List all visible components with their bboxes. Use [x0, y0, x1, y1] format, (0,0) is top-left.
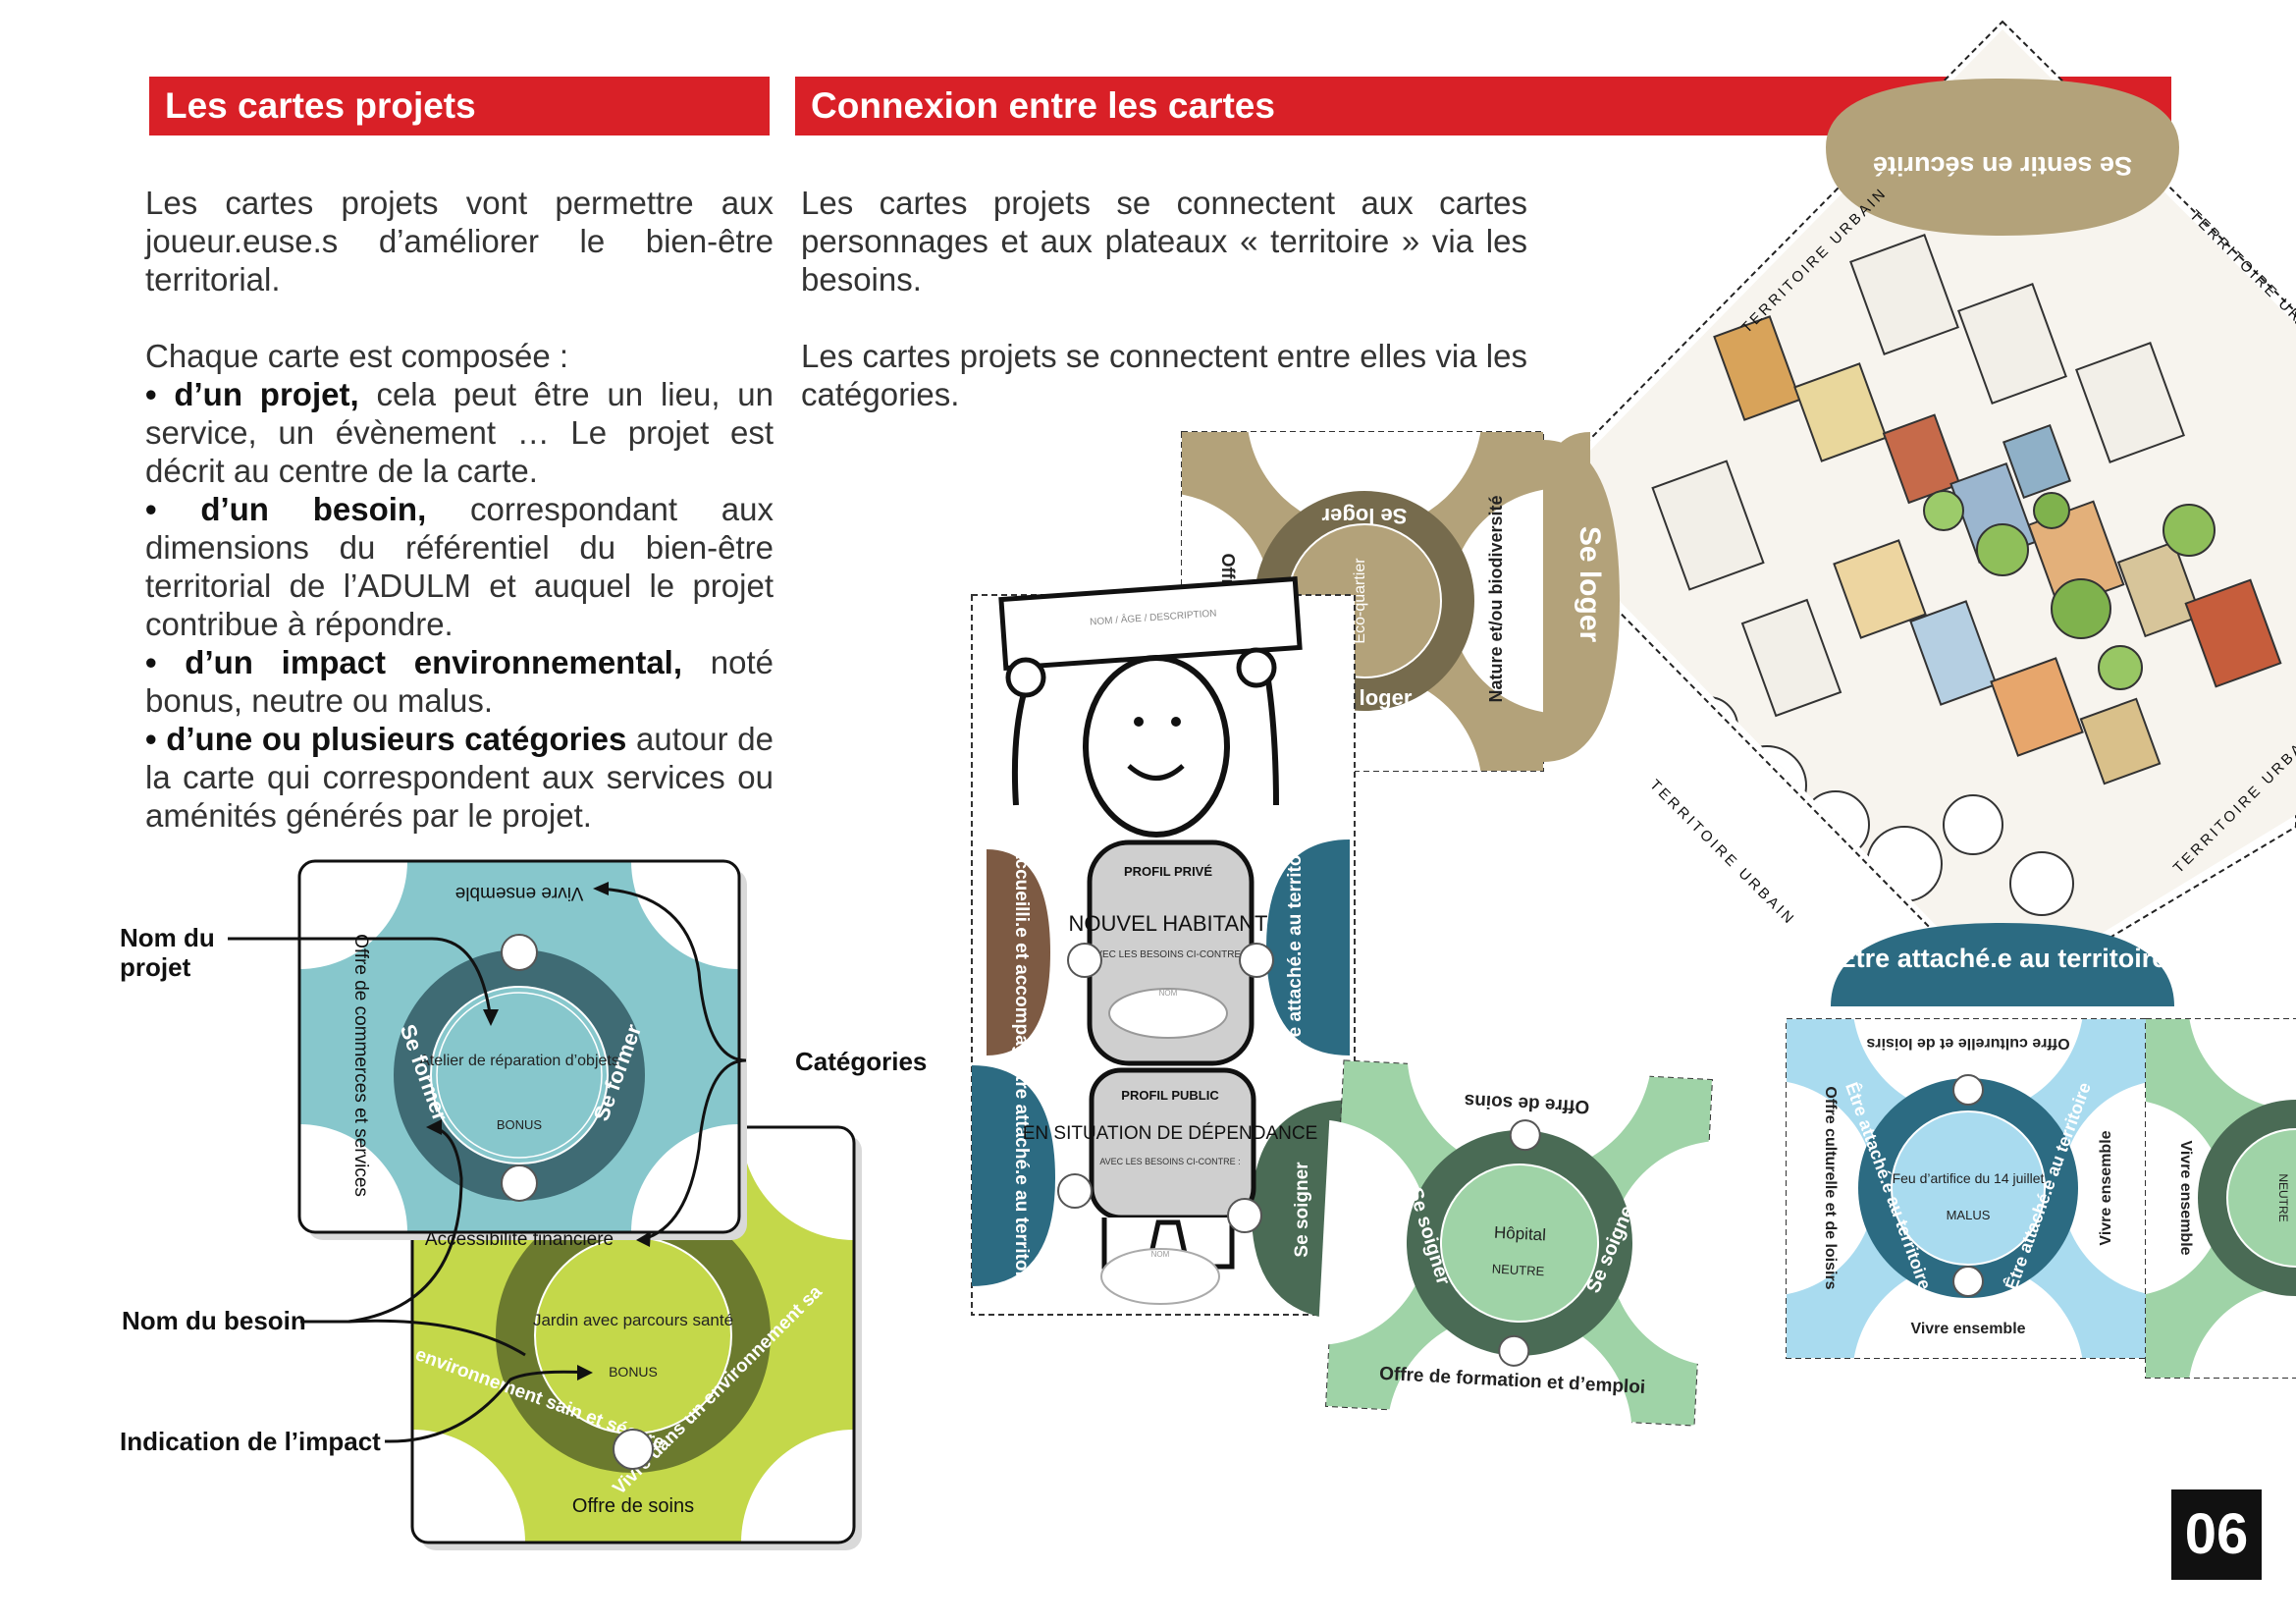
territory-board: Se sentir en sécurité Être attaché.e au … — [1518, 20, 2296, 1006]
profile1-title: NOUVEL HABITANT — [1069, 911, 1268, 936]
profile2-sub: AVEC LES BESOINS CI-CONTRE : — [1099, 1157, 1240, 1166]
hopital-impact: NEUTRE — [1491, 1262, 1544, 1279]
front-card-category-bottom: Accessibilité financière — [425, 1229, 614, 1250]
front-card-project: Atelier de réparation d’objets — [419, 1053, 619, 1069]
item-impact: • d’un impact environnemental, noté bonu… — [145, 644, 774, 719]
card-partial: Vivre ensemble NEUTRE — [2145, 1018, 2296, 1379]
front-card-category-left: Offre de commerces et services — [350, 934, 371, 1197]
callout-categories: Catégories — [795, 1047, 928, 1076]
board-need-security: Se sentir en sécurité — [1873, 151, 2132, 181]
character-need-left-2: Être attaché.e au territoire — [1011, 1062, 1033, 1293]
connection-paragraph-1: Les cartes projets se connectent aux car… — [801, 185, 1527, 298]
composition-intro: Chaque carte est composée : — [145, 338, 569, 374]
board-label-3: TERRITOIRE URBAIN — [1646, 777, 1798, 929]
partial-impact: NEUTRE — [2276, 1173, 2290, 1221]
callout-arrows — [228, 887, 747, 1443]
page-number: 06 — [2171, 1489, 2262, 1580]
board-need-attache: Être attaché.e au territoire — [1839, 943, 2167, 973]
profile2-title: EN SITUATION DE DÉPENDANCE — [1023, 1123, 1318, 1144]
board-need-loger: Se loger — [1574, 526, 1606, 643]
connection-paragraph-2: Les cartes projets se connectent entre e… — [801, 338, 1527, 412]
feu-category-right: Vivre ensemble — [2098, 1130, 2114, 1245]
right-column-text: Les cartes projets se connectent aux car… — [801, 184, 1527, 413]
callout-impact: Indication de l’impact — [120, 1427, 381, 1456]
left-column-text: Les cartes projets vont permettre aux jo… — [145, 184, 774, 835]
item-need: • d’un besoin, correspondant aux dimensi… — [145, 491, 774, 642]
back-card-project: Jardin avec parcours santé — [533, 1311, 733, 1329]
example-card-front: Atelier de réparation d’objets BONUS Se … — [297, 859, 747, 1250]
profile2-name: NOM — [1151, 1250, 1170, 1259]
character-need-right-2: Se soigner — [1292, 1162, 1312, 1258]
callout-arrowheads — [426, 882, 651, 1380]
character-need-left-1: Être accueilli.e et accompagné.e — [1011, 807, 1033, 1095]
partial-category-left: Vivre ensemble — [2177, 1140, 2194, 1255]
feu-category-top: Offre culturelle et de loisirs — [1866, 1035, 2069, 1052]
back-card-impact: BONUS — [609, 1364, 658, 1380]
feu-project: Feu d’artifice du 14 juillet — [1893, 1170, 2045, 1186]
feu-category-left: Offre culturelle et de loisirs — [1822, 1086, 1839, 1289]
feu-impact: MALUS — [1947, 1208, 1991, 1222]
item-categories: • d’une ou plusieurs catégories autour d… — [145, 721, 774, 834]
feu-category-bottom: Vivre ensemble — [1910, 1321, 2025, 1337]
loger-need-top: Se loger — [1321, 504, 1407, 528]
back-card-category-bottom: Offre de soins — [572, 1495, 694, 1517]
front-card-impact: BONUS — [497, 1117, 543, 1132]
profile1-tag: PROFIL PRIVÉ — [1124, 864, 1212, 879]
character-card: NOM / ÂGE / DESCRIPTION Être accueilli.e… — [971, 575, 1356, 1321]
loger-category-right: Nature et/ou biodiversité — [1486, 495, 1506, 702]
profile1-sub: AVEC LES BESOINS CI-CONTRE : — [1090, 949, 1246, 960]
intro-paragraph: Les cartes projets vont permettre aux jo… — [145, 185, 774, 298]
callout-project-name: Nom du projet — [120, 923, 215, 982]
item-project: • d’un projet, cela peut être un lieu, u… — [145, 376, 774, 489]
front-card-category-top: Vivre ensemble — [455, 883, 584, 903]
callout-need-name: Nom du besoin — [122, 1306, 306, 1335]
character-need-right-1: Être attaché.e au territoire — [1284, 832, 1306, 1062]
card-feu-artifice: Feu d’artifice du 14 juillet MALUS Offre… — [1786, 1018, 2151, 1359]
profile1-name: NOM — [1159, 989, 1178, 998]
profile2-tag: PROFIL PUBLIC — [1121, 1088, 1219, 1103]
loger-project-label: Eco-quartier — [1352, 558, 1368, 644]
section-header-left: Les cartes projets — [149, 77, 770, 135]
hopital-project: Hôpital — [1494, 1223, 1547, 1245]
loger-category-left: Offr — [1218, 554, 1238, 586]
